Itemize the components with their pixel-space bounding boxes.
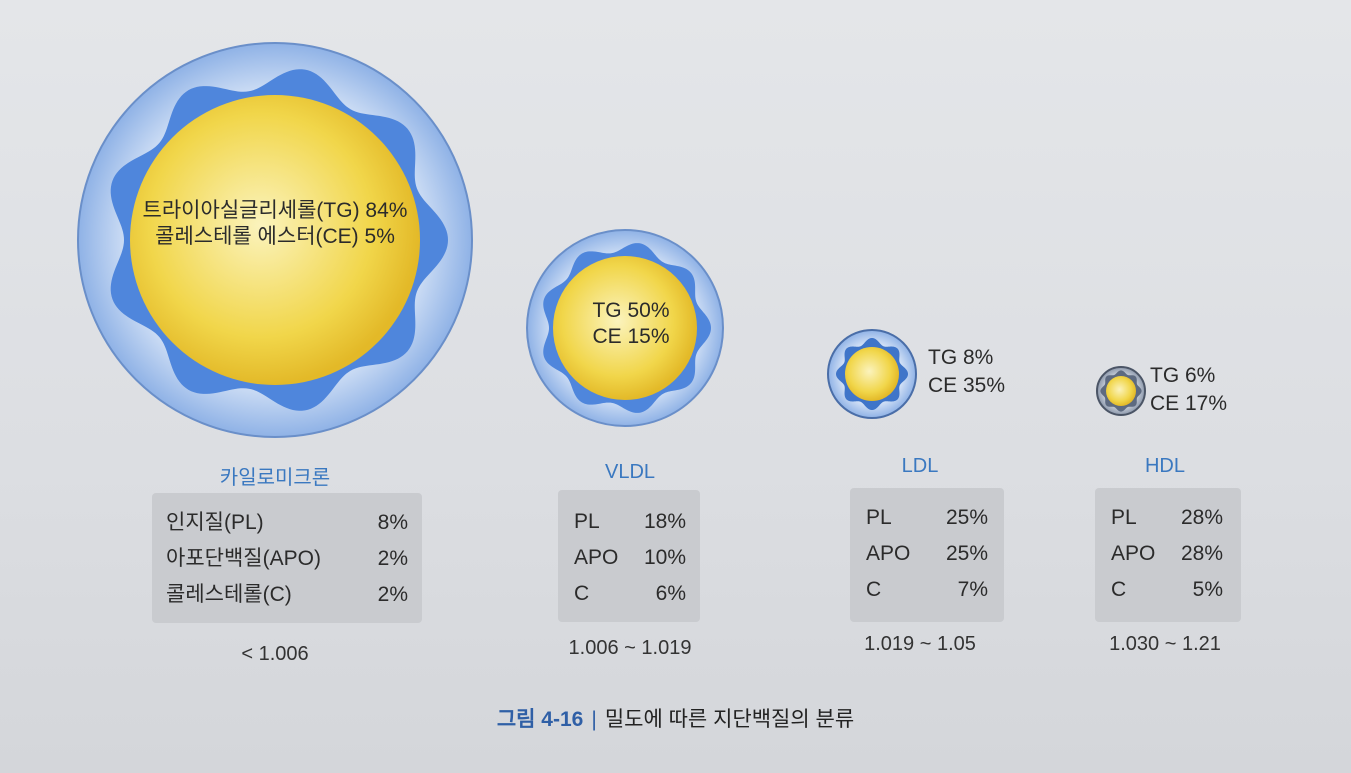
component-value: 7% [957, 578, 988, 601]
table-row: PL 25% [866, 500, 988, 536]
ldl-name: LDL [901, 455, 939, 477]
ldl-density: 1.019 ~ 1.05 [864, 633, 976, 655]
table-row: C 6% [574, 576, 686, 612]
chylomicron-particle: 트라이아실글리세롤(TG) 84% 콜레스테롤 에스터(CE) 5% [75, 40, 475, 440]
chylomicron-name: 카일로미크론 [219, 467, 331, 489]
vldl-composition-table: PL 18% APO 10% C 6% [558, 490, 700, 622]
table-row: C 7% [866, 572, 988, 608]
hdl-name: HDL [1144, 455, 1185, 477]
core-line: TG 50% [592, 299, 670, 322]
figure-title: 밀도에 따른 지단백질의 분류 [604, 708, 855, 731]
component-label: PL [866, 506, 892, 529]
vldl-diagram [526, 229, 724, 427]
component-value: 8% [377, 511, 408, 534]
vldl-core-text: TG 50% CE 15% [525, 298, 737, 351]
component-label: C [1111, 578, 1127, 601]
component-label: C [866, 578, 882, 601]
component-label: 아포단백질(APO) [166, 547, 321, 570]
component-label: 콜레스테롤(C) [166, 583, 292, 606]
table-row: C 5% [1111, 572, 1223, 608]
core-line: CE 35% [928, 374, 1006, 398]
table-row: APO 10% [574, 540, 686, 576]
component-value: 25% [945, 506, 988, 529]
component-value: 10% [643, 546, 686, 569]
component-value: 5% [1192, 578, 1223, 601]
caption-separator: | [591, 708, 597, 731]
component-value: 28% [1180, 542, 1223, 565]
component-value: 25% [945, 542, 988, 565]
table-row: PL 28% [1111, 500, 1223, 536]
chylomicron-composition-table: 인지질(PL) 8% 아포단백질(APO) 2% 콜레스테롤(C) 2% [152, 493, 422, 623]
ldl-particle [826, 328, 918, 420]
component-label: APO [574, 546, 619, 569]
hdl-core-text: TG 6% CE 17% [1150, 362, 1227, 419]
ldl-diagram [827, 329, 917, 419]
table-row: APO 25% [866, 536, 988, 572]
core-line: CE 15% [592, 325, 670, 349]
component-label: PL [574, 510, 600, 533]
figure-caption: 그림 4-16 | 밀도에 따른 지단백질의 분류 [0, 703, 1351, 733]
table-row: 아포단백질(APO) 2% [166, 541, 408, 577]
core-line: 트라이아실글리세롤(TG) 84% [142, 199, 408, 222]
vldl-name: VLDL [604, 461, 656, 483]
chylomicron-core-text: 트라이아실글리세롤(TG) 84% 콜레스테롤 에스터(CE) 5% [75, 198, 475, 251]
table-row: APO 28% [1111, 536, 1223, 572]
component-label: 인지질(PL) [166, 511, 264, 534]
component-value: 6% [655, 582, 686, 605]
vldl-particle: TG 50% CE 15% [525, 228, 725, 428]
chylomicron-diagram [77, 42, 473, 438]
core-line: 콜레스테롤 에스터(CE) 5% [155, 225, 395, 249]
component-label: APO [1111, 542, 1156, 565]
figure-number: 그림 4-16 [496, 708, 584, 731]
hdl-diagram [1096, 366, 1146, 416]
component-value: 28% [1180, 506, 1223, 529]
table-row: 콜레스테롤(C) 2% [166, 577, 408, 613]
ldl-core-text: TG 8% CE 35% [928, 344, 1005, 401]
component-label: PL [1111, 506, 1137, 529]
vldl-density: 1.006 ~ 1.019 [568, 637, 692, 659]
component-label: C [574, 582, 590, 605]
table-row: PL 18% [574, 504, 686, 540]
component-value: 2% [377, 583, 408, 606]
chylomicron-density: < 1.006 [241, 643, 309, 665]
component-value: 2% [377, 547, 408, 570]
hdl-composition-table: PL 28% APO 28% C 5% [1095, 488, 1241, 622]
core-line: CE 17% [1150, 392, 1228, 416]
core-line: TG 8% [928, 346, 994, 369]
ldl-composition-table: PL 25% APO 25% C 7% [850, 488, 1004, 622]
component-value: 18% [643, 510, 686, 533]
hdl-density: 1.030 ~ 1.21 [1109, 633, 1221, 655]
table-row: 인지질(PL) 8% [166, 505, 408, 541]
hdl-particle [1095, 365, 1147, 417]
core-line: TG 6% [1150, 364, 1216, 387]
component-label: APO [866, 542, 911, 565]
